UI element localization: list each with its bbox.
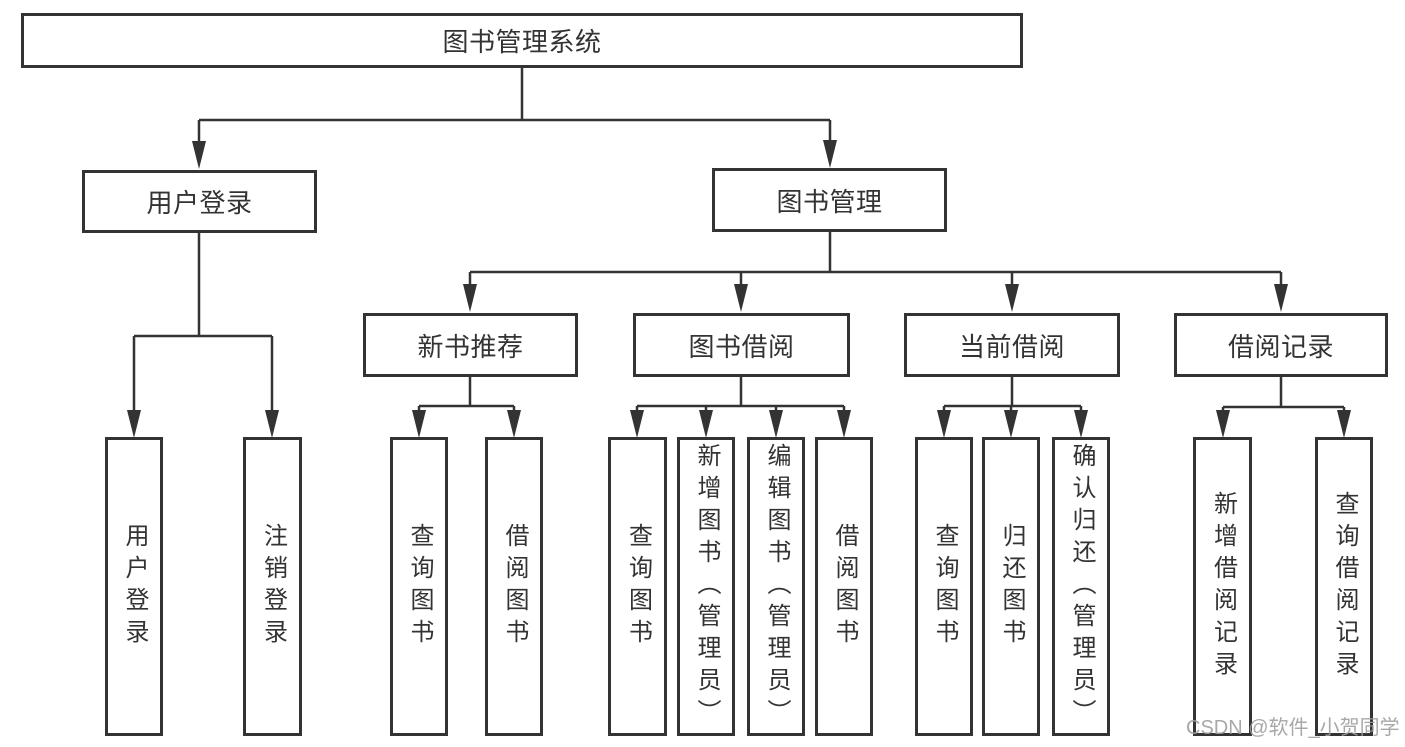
node-library-system: 图书管理系统 <box>21 13 1023 68</box>
csdn-watermark: CSDN @软件_小贺同学 <box>1186 717 1400 739</box>
leaf-user-login: 用户登录 <box>105 437 163 736</box>
leaf-label: 用户登录 <box>121 522 148 651</box>
leaf-label: 编辑图书（管理员） <box>763 442 790 731</box>
leaf-logout: 注销登录 <box>243 437 302 736</box>
leaf-label: 查询借阅记录 <box>1331 490 1358 683</box>
leaf-label: 借阅图书 <box>831 522 858 651</box>
leaf-add-book-admin: 新增图书（管理员） <box>677 437 735 736</box>
node-borrowing-records: 借阅记录 <box>1174 313 1388 377</box>
leaf-query-books-borrow: 查询图书 <box>608 437 667 736</box>
arrowheads <box>127 140 1351 438</box>
leaf-edit-book-admin: 编辑图书（管理员） <box>747 437 805 736</box>
leaf-label: 归还图书 <box>998 522 1025 651</box>
leaf-label: 查询图书 <box>931 522 958 651</box>
leaf-query-books-recommend: 查询图书 <box>390 437 448 736</box>
leaf-query-borrow-record: 查询借阅记录 <box>1315 437 1373 736</box>
leaf-label: 查询图书 <box>624 522 652 651</box>
leaf-return-books: 归还图书 <box>982 437 1040 736</box>
leaf-borrow-books: 借阅图书 <box>815 437 873 736</box>
leaf-label: 确认归还（管理员） <box>1068 442 1095 731</box>
node-current-borrowing: 当前借阅 <box>904 313 1120 377</box>
node-book-management: 图书管理 <box>712 168 947 232</box>
leaf-label: 注销登录 <box>259 522 287 651</box>
leaf-add-borrow-record: 新增借阅记录 <box>1193 437 1252 736</box>
leaf-query-books-current: 查询图书 <box>915 437 973 736</box>
node-book-borrowing: 图书借阅 <box>633 313 850 377</box>
connector-strokes <box>132 68 1346 412</box>
node-user-login: 用户登录 <box>82 170 317 233</box>
leaf-label: 新增图书（管理员） <box>693 442 720 731</box>
leaf-label: 查询图书 <box>406 522 433 651</box>
leaf-label: 借阅图书 <box>501 522 528 651</box>
leaf-borrow-books-recommend: 借阅图书 <box>485 437 543 736</box>
node-new-book-recommend: 新书推荐 <box>363 313 578 377</box>
leaf-confirm-return-admin: 确认归还（管理员） <box>1052 437 1110 736</box>
leaf-label: 新增借阅记录 <box>1209 490 1237 683</box>
